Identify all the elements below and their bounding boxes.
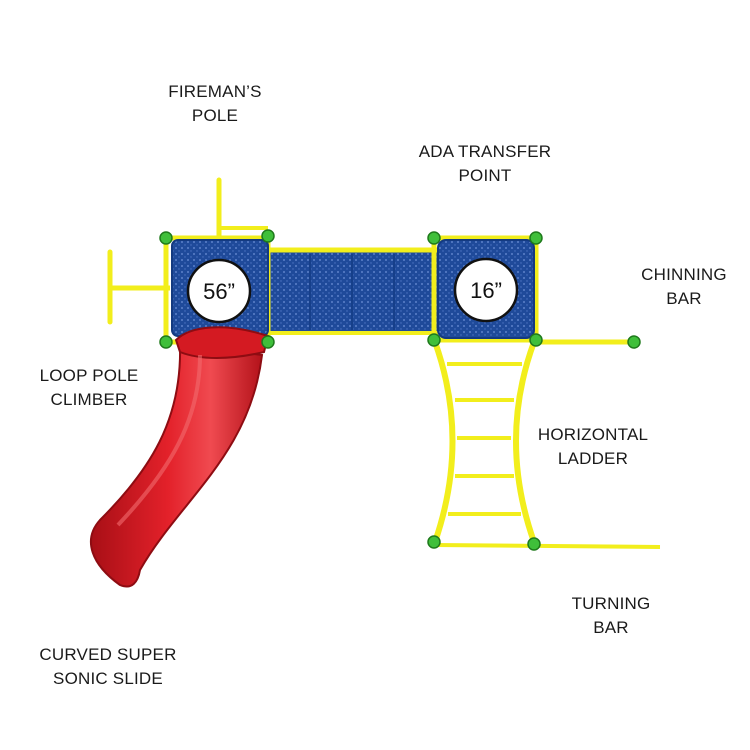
right-deck-frame (431, 235, 539, 343)
right-deck-height: 16” (470, 278, 502, 303)
firemans-pole (216, 177, 268, 243)
frame-clamps (159, 229, 641, 551)
label-horizontal-ladder: HORIZONTAL LADDER (537, 425, 649, 468)
label-firemans-pole: FIREMAN’S POLE (168, 82, 262, 125)
label-turning-bar: TURNING BAR (571, 594, 651, 637)
label-ada-transfer-point: ADA TRANSFER POINT (418, 142, 552, 185)
turning-bar (434, 543, 661, 549)
label-loop-pole-climber: LOOP POLE CLIMBER (39, 366, 139, 409)
right-deck-16 (437, 239, 535, 339)
curved-super-sonic-slide (90, 326, 270, 588)
left-deck-height: 56” (203, 279, 235, 304)
label-chinning-bar: CHINNING BAR (641, 265, 727, 308)
label-curved-super-sonic-slide: CURVED SUPER SONIC SLIDE (39, 645, 177, 688)
bridge-walkway (267, 247, 439, 335)
horizontal-ladder (432, 340, 537, 543)
loop-pole-climber (107, 249, 170, 325)
